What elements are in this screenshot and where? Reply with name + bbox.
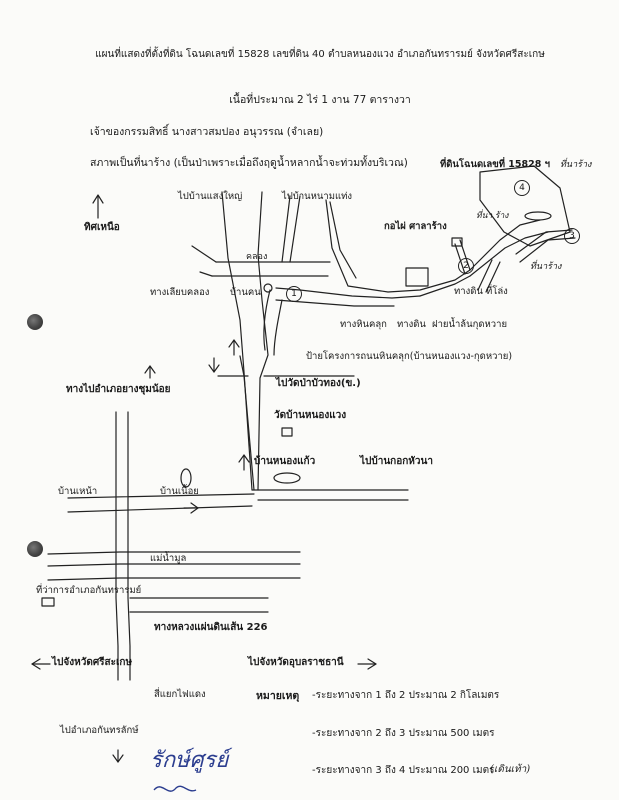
- highway-label: ทางหลวงแผ่นดินเส้น 226: [154, 622, 268, 633]
- point-2-label: 2: [463, 261, 469, 271]
- to-ubon-label: ไปจังหวัดอุบลราชธานี: [248, 657, 344, 668]
- punch-hole-lower: [27, 541, 43, 557]
- point-2-marker: 2: [458, 258, 474, 274]
- gravel-road-label: ทางหินคลุก: [340, 319, 387, 330]
- ban-nuea-noi-label: บ้านเนื้อย: [160, 486, 199, 497]
- point-1-label: 1: [291, 289, 297, 299]
- notes-heading: หมายเหตุ: [256, 690, 300, 702]
- mun-river-label: แม่น้ำมูล: [150, 553, 187, 564]
- to-sang-yai-label: ไปบ้านแสงใหญ่: [178, 191, 243, 202]
- to-wat-pa-label: ไปวัดป่าบัวทอง(ข.): [276, 378, 361, 389]
- to-yang-chum-noi-label: ทางไปอำเภอยางชุมน้อย: [66, 384, 171, 395]
- traffic-light-label: สี่แยกไฟแดง: [154, 689, 206, 700]
- ban-nua-label: บ้านเหน้า: [58, 486, 98, 497]
- project-sign-label: ป้ายโครงการถนนหินคลุก(บ้านหนองแวง-กุดหวา…: [306, 351, 513, 362]
- notes-line-3: -ระยะทางจาก 3 ถึง 4 ประมาณ 200 เมตร: [312, 765, 495, 776]
- notes-line-3-handwritten: (เดินเท้า): [490, 764, 531, 775]
- dirt-road-label: ทางดิน: [397, 319, 426, 330]
- ban-nong-kaew-label: บ้านหนองแก้ว: [254, 456, 316, 467]
- to-nong-mamtaeng-label: ไปบ้านหนามแท่ง: [282, 191, 353, 202]
- owner-line: เจ้าของกรรมสิทธิ์ นางสาวสมปอง อนุวรรณ (จ…: [90, 126, 324, 138]
- notes-line-2: -ระยะทางจาก 2 ถึง 3 ประมาณ 500 เมตร: [312, 728, 495, 739]
- district-office-label: ที่ว่าการอำเภอกันทรารมย์: [36, 585, 142, 596]
- to-kanthararak-label: ไปอำเภอกันทรลักษ์: [60, 725, 139, 736]
- canal-right-label: ที่นาร้าง: [530, 262, 562, 272]
- dirt-road-2-label: ทางดิน: [454, 286, 483, 297]
- signature-mark: [153, 785, 197, 792]
- open-field-label: ที่โล่ง: [486, 286, 508, 297]
- notes-line-1: -ระยะทางจาก 1 ถึง 2 ประมาณ 2 กิโลเมตร: [312, 690, 500, 701]
- wat-label: วัดบ้านหนองแวง: [274, 410, 347, 421]
- bamboo-sala-label: กอไผ่ ศาลาร้าง: [384, 221, 447, 232]
- klong-label: คลอง: [246, 252, 268, 262]
- title-line-2: เนื้อที่ประมาณ 2 ไร่ 1 งาน 77 ตารางวา: [229, 94, 411, 106]
- condition-line: สภาพเป็นที่นาร้าง (เป็นป่าเพราะเมื่อถึงฤ…: [90, 157, 408, 169]
- punch-hole-upper: [27, 314, 43, 330]
- point-4-marker: 4: [514, 180, 530, 196]
- canal-mid-label: ที่นา ร้าง: [476, 211, 509, 221]
- lane-along-canal-label: ทางเลียบคลอง: [150, 287, 210, 298]
- title-line-1: แผนที่แสดงที่ตั้งที่ดิน โฉนดเลขที่ 15828…: [95, 49, 545, 60]
- point-4-label: 4: [519, 183, 525, 193]
- to-kok-hua-na-label: ไปบ้านกอกหัวนา: [360, 456, 433, 467]
- weir-label: ฝายน้ำล้นกุดหวาย: [432, 319, 508, 330]
- point-1-marker: 1: [286, 286, 302, 302]
- signature: รักษ์ศูรย์: [150, 748, 229, 773]
- canal-top-label: ที่นาร้าง: [560, 160, 592, 170]
- north-label: ทิศเหนือ: [84, 222, 120, 233]
- to-sisaket-label: ไปจังหวัดศรีสะเกษ: [52, 657, 133, 668]
- point-3-marker: 3: [564, 228, 580, 244]
- plot-label: ที่ดินโฉนดเลขที่ 15828 ฯ: [440, 159, 550, 170]
- ban-khon-label: บ้านคน: [230, 287, 261, 298]
- point-3-label: 3: [569, 231, 575, 241]
